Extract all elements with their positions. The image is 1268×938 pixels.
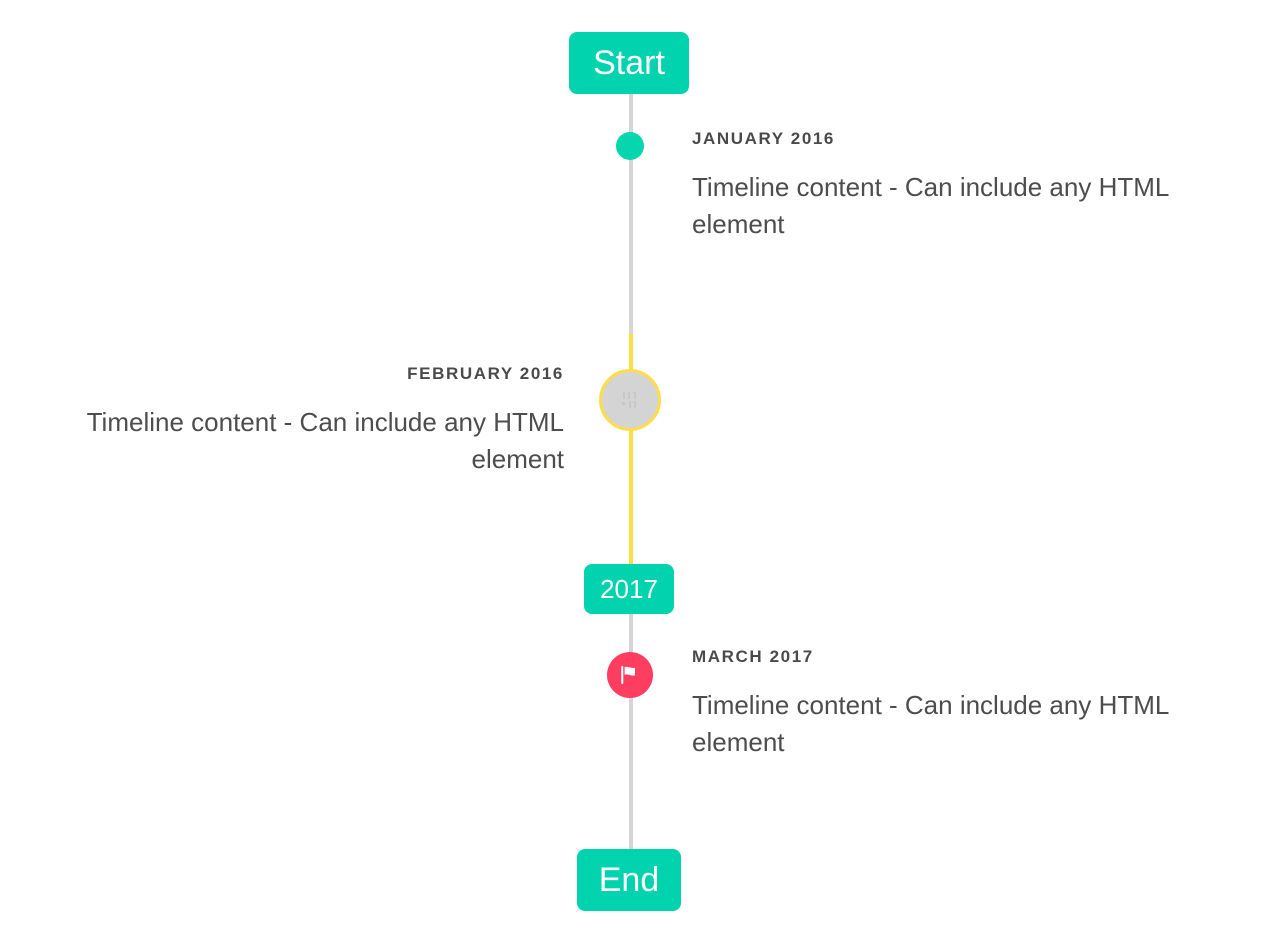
timeline-marker-february-image[interactable] <box>599 369 661 431</box>
timeline-end-badge[interactable]: End <box>577 849 681 911</box>
timeline-entry-january-2016: JANUARY 2016 Timeline content - Can incl… <box>692 129 1218 243</box>
broken-image-icon <box>621 391 639 409</box>
timeline-entry-body: Timeline content - Can include any HTML … <box>692 171 1169 239</box>
flag-icon <box>621 666 635 684</box>
timeline-entry-march-2017: MARCH 2017 Timeline content - Can includ… <box>692 647 1218 761</box>
timeline-spine-segment-top <box>629 94 633 334</box>
timeline-spine-segment-bottom <box>629 614 633 852</box>
timeline-start-badge[interactable]: Start <box>569 32 689 94</box>
timeline-entry-february-2016: FEBRUARY 2016 Timeline content - Can inc… <box>38 364 564 478</box>
timeline-spine-segment-highlighted <box>629 334 633 564</box>
timeline-marker-march-flag[interactable] <box>607 652 653 698</box>
timeline-entry-body: Timeline content - Can include any HTML … <box>692 689 1169 757</box>
timeline-marker-january-dot-icon[interactable] <box>616 132 644 160</box>
timeline-year-badge-2017[interactable]: 2017 <box>584 564 674 614</box>
timeline-entry-date: MARCH 2017 <box>692 647 814 666</box>
timeline-entry-body: Timeline content - Can include any HTML … <box>86 406 564 474</box>
timeline-entry-date: JANUARY 2016 <box>692 129 835 148</box>
timeline-entry-date: FEBRUARY 2016 <box>407 364 564 383</box>
